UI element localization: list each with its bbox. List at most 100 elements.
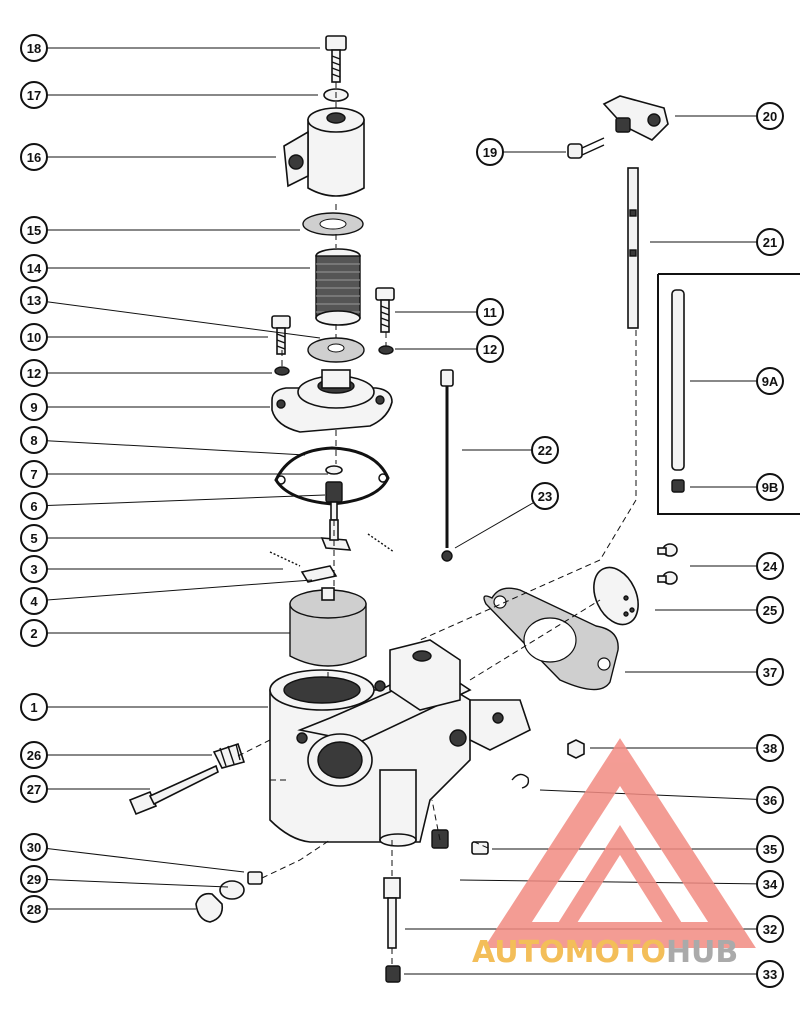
- callout-circle: [20, 619, 48, 647]
- callout-4: 4: [20, 587, 48, 615]
- part-27-screw: [128, 764, 219, 816]
- callout-38: 38: [756, 734, 784, 762]
- callout-29: 29: [20, 865, 48, 893]
- callout-18: 18: [20, 34, 48, 62]
- callout-8: 8: [20, 426, 48, 454]
- callout-7: 7: [20, 460, 48, 488]
- callout-bubbles: 1817161514131012987653421262730292811122…: [20, 34, 784, 988]
- callout-25: 25: [756, 596, 784, 624]
- callout-15: 15: [20, 216, 48, 244]
- callout-circle: [756, 596, 784, 624]
- callout-circle: [756, 367, 784, 395]
- callout-label: 21: [763, 235, 777, 250]
- callout-circle: [756, 473, 784, 501]
- callout-circle: [756, 960, 784, 988]
- part-10-screw: [271, 315, 291, 355]
- part-13-filter-disc: [307, 337, 365, 363]
- callout-circle: [20, 34, 48, 62]
- callout-label: 37: [763, 665, 777, 680]
- callout-28: 28: [20, 895, 48, 923]
- callout-circle: [476, 298, 504, 326]
- callout-label: 15: [27, 223, 41, 238]
- leader-lines: [46, 47, 758, 975]
- callout-10: 10: [20, 323, 48, 351]
- part-8-gasket: [274, 446, 390, 506]
- callout-19: 19: [476, 138, 504, 166]
- callout-label: 22: [538, 443, 552, 458]
- callout-label: 11: [483, 305, 497, 320]
- callout-label: 27: [27, 782, 41, 797]
- callout-circle: [756, 552, 784, 580]
- callout-label: 19: [483, 145, 497, 160]
- callout-label: 2: [30, 626, 37, 641]
- callout-label: 9: [30, 400, 37, 415]
- callout-35: 35: [756, 835, 784, 863]
- callout-circle: [756, 835, 784, 863]
- callout-2: 2: [20, 619, 48, 647]
- part-7-washer: [325, 465, 343, 475]
- callout-36: 36: [756, 786, 784, 814]
- callout-label: 29: [27, 872, 41, 887]
- part-21-shaft: [627, 167, 639, 329]
- callout-label: 8: [30, 433, 37, 448]
- callout-circle: [20, 587, 48, 615]
- callout-32: 32: [756, 915, 784, 943]
- callout-circle: [20, 492, 48, 520]
- callout-circle: [20, 741, 48, 769]
- callout-label: 12: [483, 342, 497, 357]
- part-14-screen: [315, 248, 361, 326]
- callout-circle: [756, 870, 784, 898]
- callout-23: 23: [531, 482, 559, 510]
- callout-13: 13: [20, 286, 48, 314]
- callout-circle: [20, 359, 48, 387]
- callout-label: 1: [30, 700, 37, 715]
- part-pin-right: [367, 533, 395, 553]
- callout-circle: [20, 254, 48, 282]
- part-29-washer: [219, 880, 245, 900]
- leader-line-6: [46, 494, 326, 507]
- callout-label: 17: [27, 88, 41, 103]
- callout-circle: [20, 216, 48, 244]
- part-9-cover: [271, 369, 393, 433]
- leader-line-8: [46, 440, 306, 456]
- callout-circle: [756, 102, 784, 130]
- part-12-lockwasher-right: [378, 345, 394, 355]
- callout-circle: [531, 436, 559, 464]
- callout-circle: [756, 915, 784, 943]
- leader-line-29: [46, 879, 229, 888]
- callout-label: 35: [763, 842, 777, 857]
- callout-3: 3: [20, 555, 48, 583]
- callout-37: 37: [756, 658, 784, 686]
- callout-label: 26: [27, 748, 41, 763]
- part-1-carburetor-body: [269, 639, 531, 847]
- leader-line-4: [46, 579, 313, 601]
- callout-label: 18: [27, 41, 41, 56]
- part-2-float: [289, 587, 367, 667]
- watermark-text-part1: AUTOMOTO: [472, 935, 666, 970]
- callout-1: 1: [20, 693, 48, 721]
- callout-9: 9: [20, 393, 48, 421]
- callout-circle: [20, 286, 48, 314]
- part-35-jet: [471, 841, 489, 855]
- callout-circle: [20, 426, 48, 454]
- callout-circle: [20, 143, 48, 171]
- part-5-float-arm: [320, 519, 352, 551]
- callout-label: 34: [763, 877, 778, 892]
- watermark-inner-triangle-icon: [545, 825, 695, 943]
- leader-line-30: [46, 848, 245, 873]
- callout-circle: [20, 833, 48, 861]
- part-24-screws: [657, 543, 678, 585]
- callout-17: 17: [20, 81, 48, 109]
- part-26-spring: [212, 742, 246, 769]
- callout-circle: [20, 323, 48, 351]
- callout-circle: [20, 693, 48, 721]
- callout-14: 14: [20, 254, 48, 282]
- callout-26: 26: [20, 741, 48, 769]
- part-23-clip: [441, 550, 453, 562]
- part-32-jet-tube: [383, 877, 401, 949]
- callout-circle: [20, 775, 48, 803]
- callout-30: 30: [20, 833, 48, 861]
- part-30-spring: [247, 871, 263, 885]
- callout-label: 32: [763, 922, 777, 937]
- callout-label: 10: [27, 330, 41, 345]
